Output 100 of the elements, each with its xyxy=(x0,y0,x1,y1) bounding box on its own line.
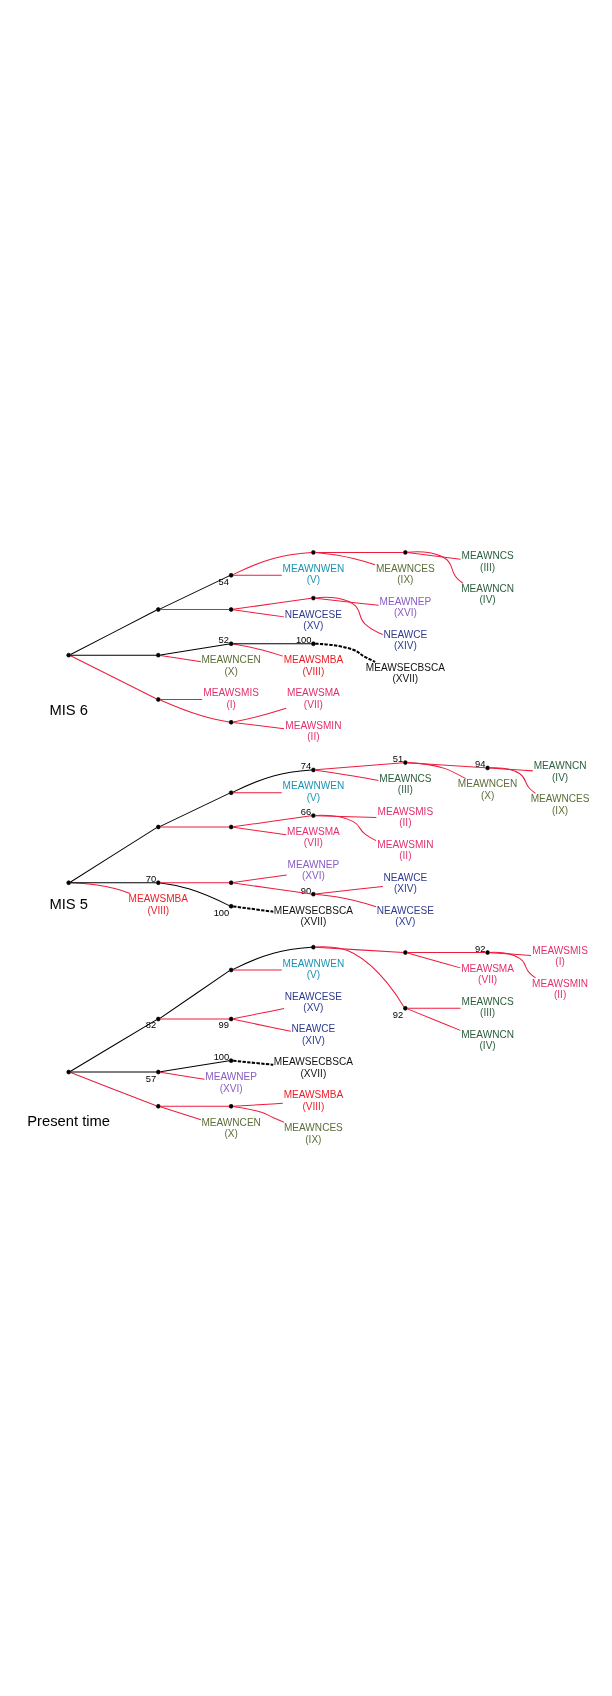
connector xyxy=(315,551,376,565)
connector xyxy=(159,699,230,723)
node-label: 51 xyxy=(392,752,404,764)
connector xyxy=(406,1007,461,1031)
node-circle xyxy=(311,891,316,896)
node-circle xyxy=(403,759,408,765)
node-label: 54 xyxy=(218,575,230,587)
node-label: 74 xyxy=(300,759,312,771)
node-label: 66 xyxy=(300,805,312,817)
node-label: 94 xyxy=(475,757,486,769)
connector xyxy=(315,893,377,907)
connector xyxy=(159,1059,230,1072)
node-label: 100 xyxy=(213,906,230,918)
connector xyxy=(314,814,377,818)
node-label: 90 xyxy=(300,884,312,896)
node-circle xyxy=(66,1069,71,1074)
node-text: MEAWSMBA (VIII) xyxy=(128,892,189,916)
connector xyxy=(232,574,283,576)
connector xyxy=(406,550,464,584)
connector xyxy=(159,642,230,655)
connector xyxy=(232,608,285,617)
connector xyxy=(489,767,534,771)
connector xyxy=(70,881,157,883)
node-text: MEAWSMBA (VIII) xyxy=(283,653,344,677)
node-circle xyxy=(228,879,234,885)
connector xyxy=(70,654,157,699)
label: MIS 5 xyxy=(49,895,88,912)
connector xyxy=(232,814,312,827)
connector xyxy=(314,761,404,770)
node-text: MEAWNEP (XVI) xyxy=(379,595,432,618)
node-circle xyxy=(156,1069,161,1074)
connector xyxy=(159,881,230,883)
node-circle xyxy=(66,879,71,885)
connector xyxy=(159,574,230,609)
node-circle xyxy=(403,549,408,555)
connector xyxy=(159,1018,230,1020)
node-text: MEAWSMA (VII) xyxy=(461,962,514,985)
connector xyxy=(489,951,532,956)
connector xyxy=(232,642,312,644)
connector xyxy=(70,654,157,656)
node-text: MEAWNCEN (X) xyxy=(457,777,518,801)
connector xyxy=(232,769,312,793)
node-circle xyxy=(311,767,316,772)
connector xyxy=(232,551,312,575)
node-text: MEAWSMA (VII) xyxy=(287,825,340,848)
connector xyxy=(232,1007,285,1019)
node-text: MEAWSMIS (II) xyxy=(377,805,434,828)
connector xyxy=(314,885,384,894)
node-circle xyxy=(311,549,316,555)
node-text: NEAWCESE (XV) xyxy=(376,904,434,927)
node-text: MEAWSMBA (VIII) xyxy=(283,1088,344,1112)
connector xyxy=(233,904,274,913)
node-text: MEAWSECBSCA (XVII) xyxy=(273,1055,353,1079)
node-text: NEAWCE (XIV) xyxy=(383,628,428,651)
connector xyxy=(159,654,202,662)
connector xyxy=(70,1018,157,1072)
node-text: MEAWNEP (XVI) xyxy=(205,1070,257,1094)
node-circle xyxy=(228,572,234,578)
connector xyxy=(232,642,284,657)
connector xyxy=(232,826,287,835)
connector xyxy=(159,698,203,700)
connector xyxy=(159,1105,230,1107)
node-text: MEAWNCES (IX) xyxy=(375,562,435,585)
connector xyxy=(232,597,312,610)
connector xyxy=(314,946,404,953)
connector xyxy=(159,881,230,906)
node-circle xyxy=(228,790,234,795)
node-circle xyxy=(311,812,316,818)
node-circle xyxy=(156,606,161,612)
connector xyxy=(315,642,376,663)
node-circle xyxy=(156,652,161,657)
node-text: MEAWNEP (XVI) xyxy=(287,858,340,881)
node-circle xyxy=(228,1057,234,1063)
connector xyxy=(314,551,404,553)
node-circle xyxy=(156,696,161,702)
node-text: NEAWCESE (XV) xyxy=(284,608,342,631)
node-text: MEAWSMIS (I) xyxy=(532,944,588,967)
connector xyxy=(232,969,283,970)
node-circle xyxy=(485,949,490,955)
connector xyxy=(70,826,157,882)
connector xyxy=(70,881,131,894)
connector xyxy=(232,873,288,883)
node-label: 92 xyxy=(475,942,486,954)
connector xyxy=(159,969,230,1019)
node-text: MEAWNCEN (X) xyxy=(201,653,261,677)
node-text: MEAWNCS (III) xyxy=(461,995,514,1018)
connector xyxy=(232,707,287,723)
connector xyxy=(406,951,486,953)
connector xyxy=(232,791,283,793)
node-text: NEAWCE (XIV) xyxy=(383,871,428,894)
label: Present time xyxy=(27,1112,111,1129)
connector xyxy=(232,1102,284,1107)
node-circle xyxy=(228,824,234,829)
node-text: MEAWNWEN (V) xyxy=(282,779,345,803)
node-circle xyxy=(228,719,234,725)
node-text: MEAWSMA (VII) xyxy=(287,686,340,710)
node-text: MEAWNCS (III) xyxy=(461,549,514,573)
node-text: NEAWCESE (XV) xyxy=(284,990,342,1013)
node-text: MEAWNCN (IV) xyxy=(461,582,514,605)
connector xyxy=(489,766,536,794)
